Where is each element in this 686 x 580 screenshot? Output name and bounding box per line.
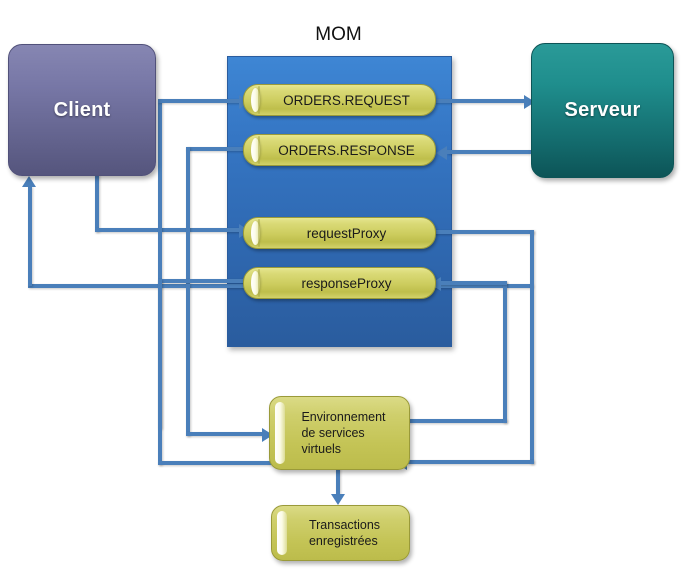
connector-requestproxy-to-env-horiz xyxy=(406,460,534,464)
cylinder-edge-icon xyxy=(258,219,260,247)
queue-response-proxy[interactable]: responseProxy xyxy=(243,267,436,299)
connector-env-to-transactions xyxy=(336,468,340,496)
mom-title-label: MOM xyxy=(315,24,362,45)
connector-mid-rail-to-env-vert xyxy=(186,284,190,436)
connector-client-to-ordersrequest-vert xyxy=(158,99,162,429)
serveur-label: Serveur xyxy=(564,99,641,121)
connector-to-client-return-vert xyxy=(28,186,32,286)
connector-client-to-requestproxy-horiz xyxy=(95,228,243,232)
cylinder-edge-icon xyxy=(258,136,260,164)
arrowhead-ordersresponse-in xyxy=(436,146,447,160)
box-edge-highlight-icon xyxy=(275,402,285,464)
transactions-box-label: Transactions enregistrées xyxy=(297,517,384,549)
environment-line-1: Environnement xyxy=(301,410,386,424)
arrowhead-client-in xyxy=(22,176,36,187)
connector-env-to-responseproxy-vert xyxy=(503,281,507,423)
connector-left-rail-to-env-horiz xyxy=(158,461,273,465)
queue-request-proxy[interactable]: requestProxy xyxy=(243,217,436,249)
environment-box-label: Environnement de services virtuels xyxy=(289,409,389,457)
connector-mid-rail-to-env-horiz xyxy=(186,432,266,436)
queue-orders-response[interactable]: ORDERS.RESPONSE xyxy=(243,134,436,166)
connector-client-to-requestproxy-vert xyxy=(95,174,99,232)
environment-services-virtuels-box[interactable]: Environnement de services virtuels xyxy=(269,396,410,470)
cylinder-cap-icon xyxy=(251,221,260,245)
client-box[interactable]: Client xyxy=(8,44,156,176)
transactions-line-1: Transactions xyxy=(308,518,381,532)
connector-left-rail-to-env-vert xyxy=(158,279,162,465)
cylinder-cap-icon xyxy=(251,138,260,162)
queue-orders-request-label: ORDERS.REQUEST xyxy=(283,92,410,108)
connector-requestproxy-out-vert xyxy=(530,230,534,464)
connector-responseproxy-in-horiz xyxy=(158,279,243,283)
environment-line-2: de services xyxy=(301,426,365,440)
connector-client-to-ordersrequest-horiz xyxy=(158,99,243,103)
serveur-box[interactable]: Serveur xyxy=(531,43,674,178)
client-label: Client xyxy=(53,98,111,121)
connector-requestproxy-out-horiz xyxy=(434,230,534,234)
arrowhead-env-in-upper xyxy=(262,428,273,442)
connector-ordersrequest-to-serveur xyxy=(434,99,528,103)
cylinder-cap-icon xyxy=(251,88,260,112)
cylinder-edge-icon xyxy=(258,86,260,114)
queue-orders-response-label: ORDERS.RESPONSE xyxy=(278,142,415,158)
environment-line-3: virtuels xyxy=(301,442,342,456)
connector-env-to-responseproxy-horiz xyxy=(406,419,507,423)
queue-orders-request[interactable]: ORDERS.REQUEST xyxy=(243,84,436,116)
queue-request-proxy-label: requestProxy xyxy=(306,225,387,241)
cylinder-cap-icon xyxy=(251,271,260,295)
arrowhead-serveur-in xyxy=(524,95,535,109)
box-edge-highlight-icon xyxy=(277,511,287,555)
arrowhead-transactions-in xyxy=(331,494,345,505)
connector-serveur-to-ordersresponse xyxy=(447,150,531,154)
connector-ordersresponse-out-horiz xyxy=(186,147,243,151)
transactions-enregistrees-box[interactable]: Transactions enregistrées xyxy=(271,505,410,561)
connector-ordersresponse-out-vert xyxy=(186,147,190,286)
transactions-line-2: enregistrées xyxy=(308,534,378,548)
cylinder-edge-icon xyxy=(258,269,260,297)
queue-response-proxy-label: responseProxy xyxy=(301,275,392,291)
connector-responseproxy-return-horiz xyxy=(438,281,507,285)
